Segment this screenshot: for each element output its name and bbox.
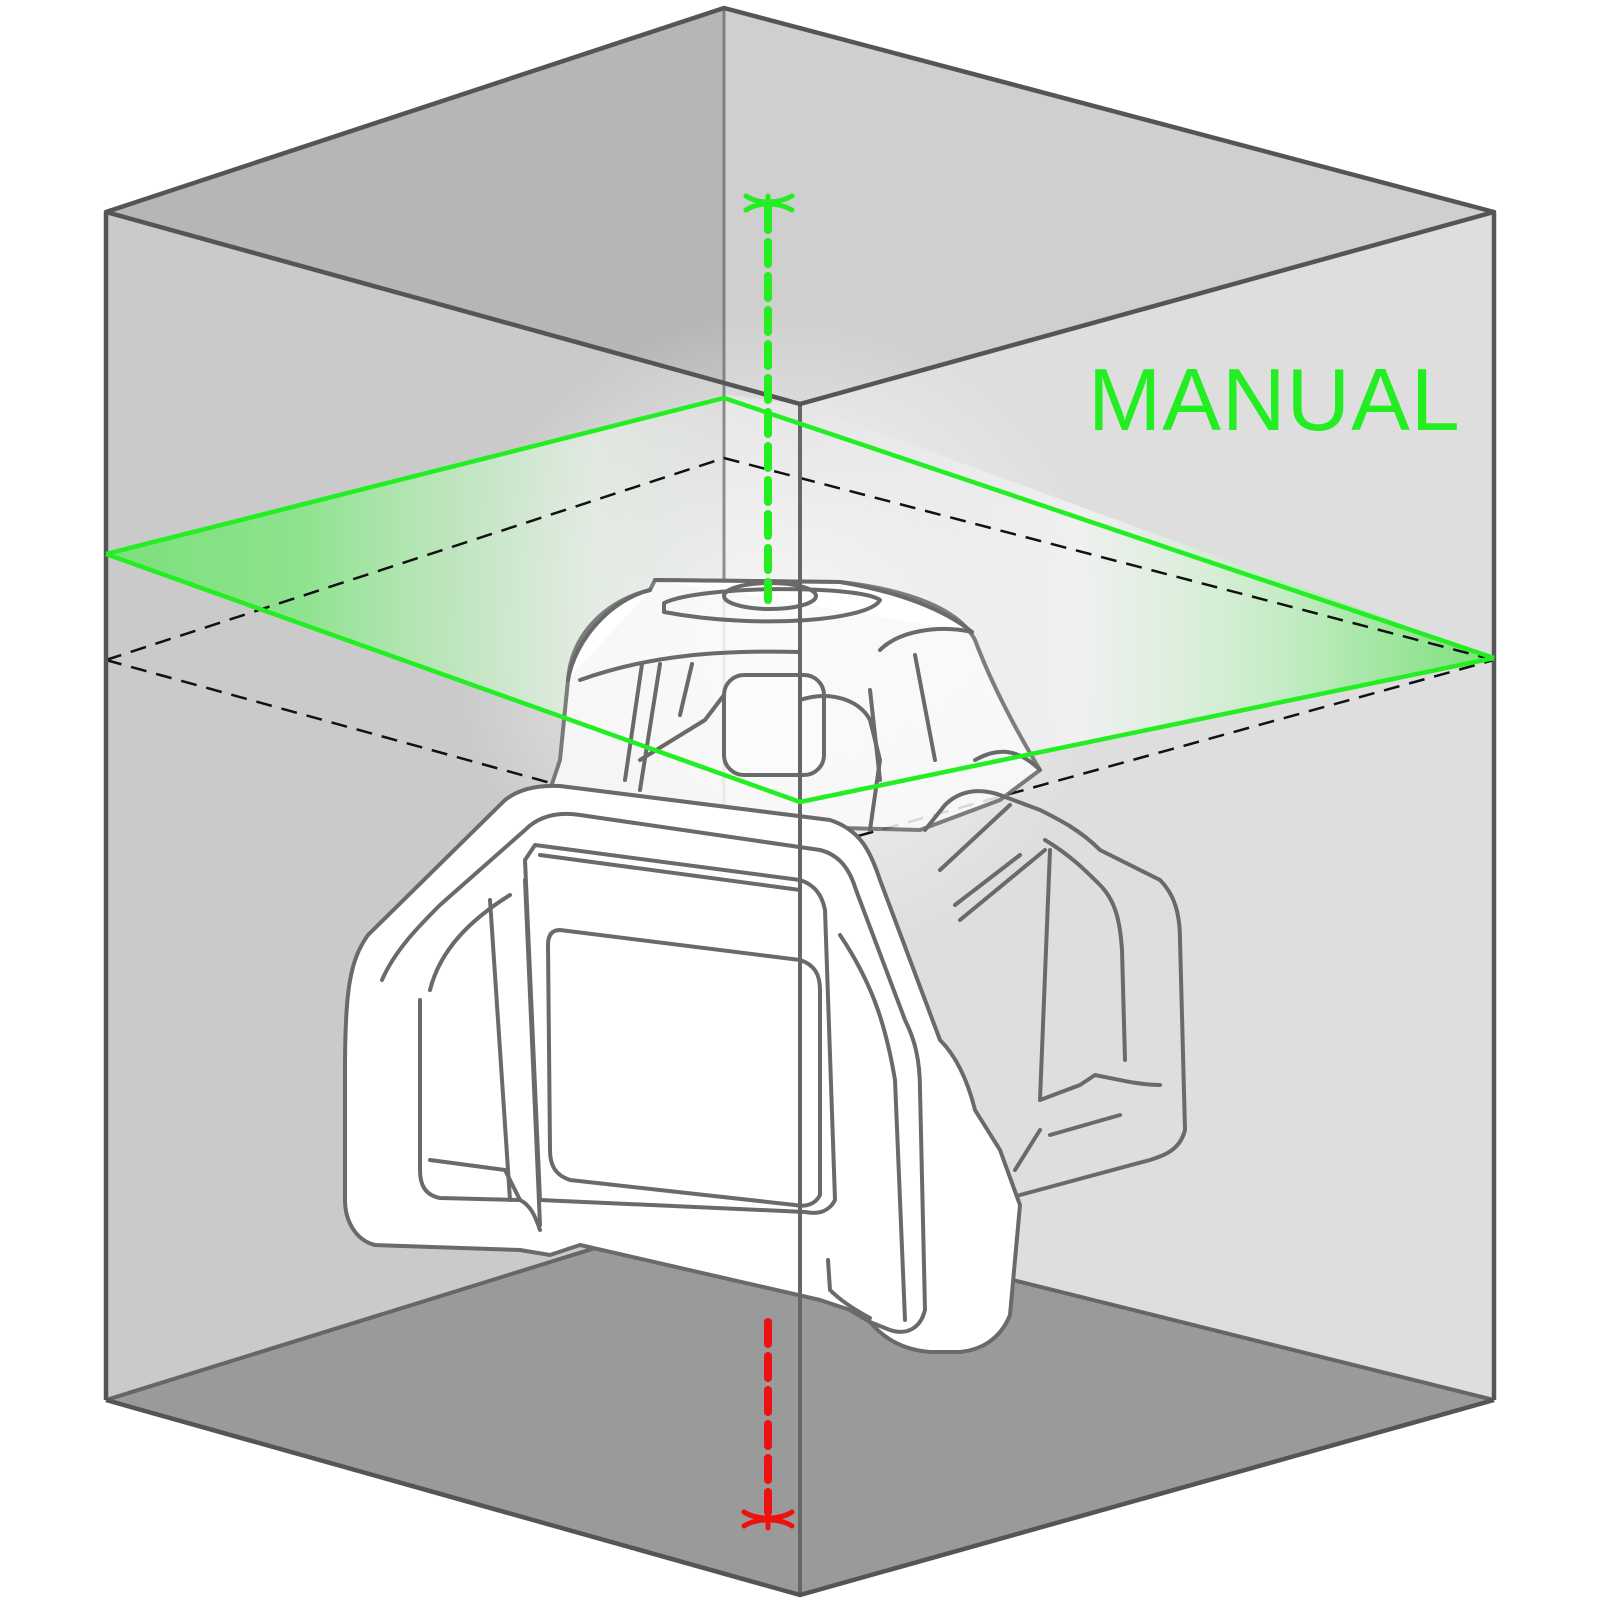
mode-label: MANUAL xyxy=(1088,350,1461,449)
rotary-laser-level-icon xyxy=(343,578,1187,1354)
reference-level-dashed xyxy=(105,456,1495,854)
laser-plane-outline xyxy=(105,395,1495,805)
crosshair-down-icon xyxy=(741,1507,795,1531)
room-edges xyxy=(103,5,1497,1598)
crosshair-up-icon xyxy=(743,193,795,215)
